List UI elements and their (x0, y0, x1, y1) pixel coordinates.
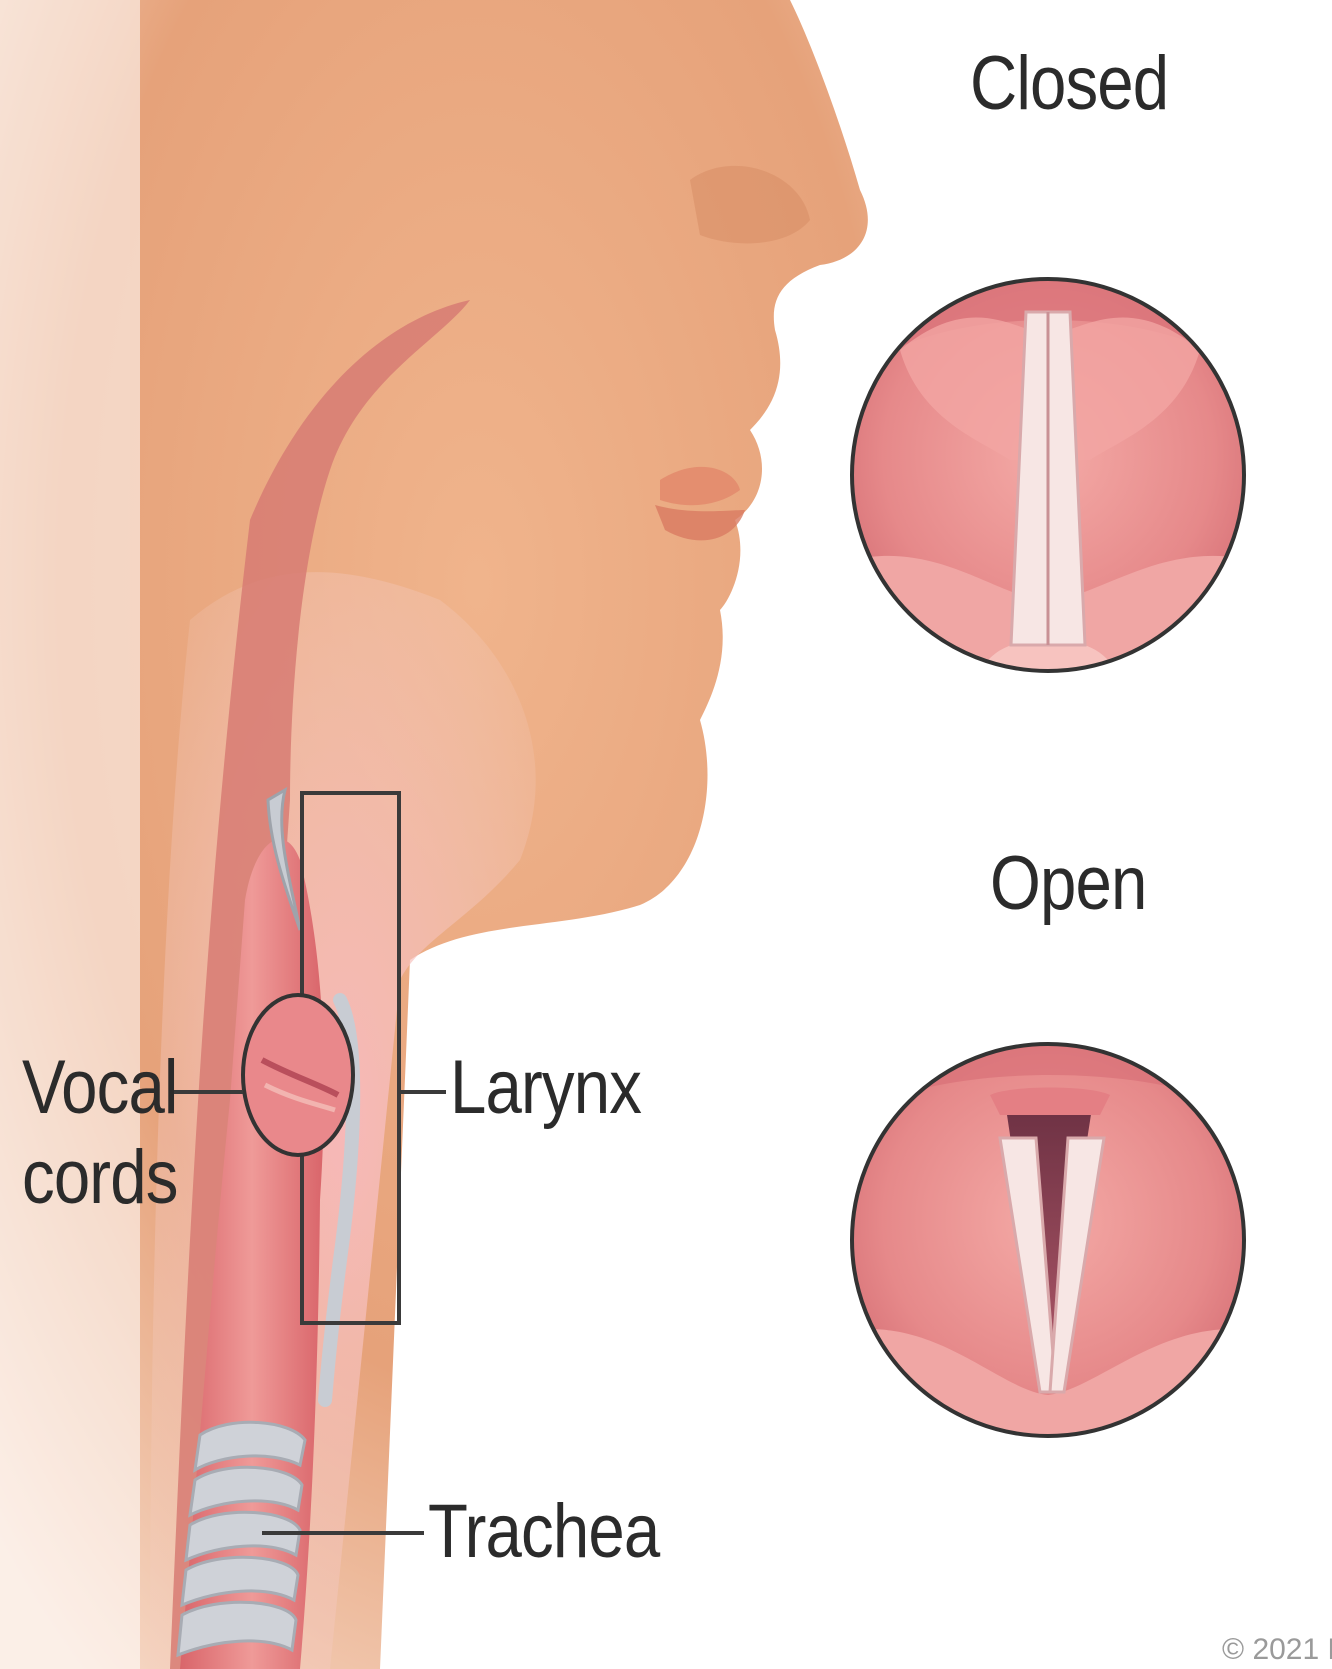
closed-glottis-view (852, 228, 1250, 701)
copyright-text: © 2021 H (1222, 1633, 1332, 1667)
closed-label: Closed (970, 46, 1168, 122)
larynx-label: Larynx (450, 1050, 641, 1126)
trachea-cartilage-rings (178, 1422, 305, 1655)
vocal-cords-label-line2: cords (22, 1140, 178, 1216)
open-label: Open (990, 846, 1146, 922)
trachea-label: Trachea (428, 1494, 659, 1570)
vocal-cords-callout-circle (243, 995, 353, 1155)
open-glottis-view (852, 1008, 1250, 1451)
vocal-cords-label-line1: Vocal (22, 1050, 178, 1126)
